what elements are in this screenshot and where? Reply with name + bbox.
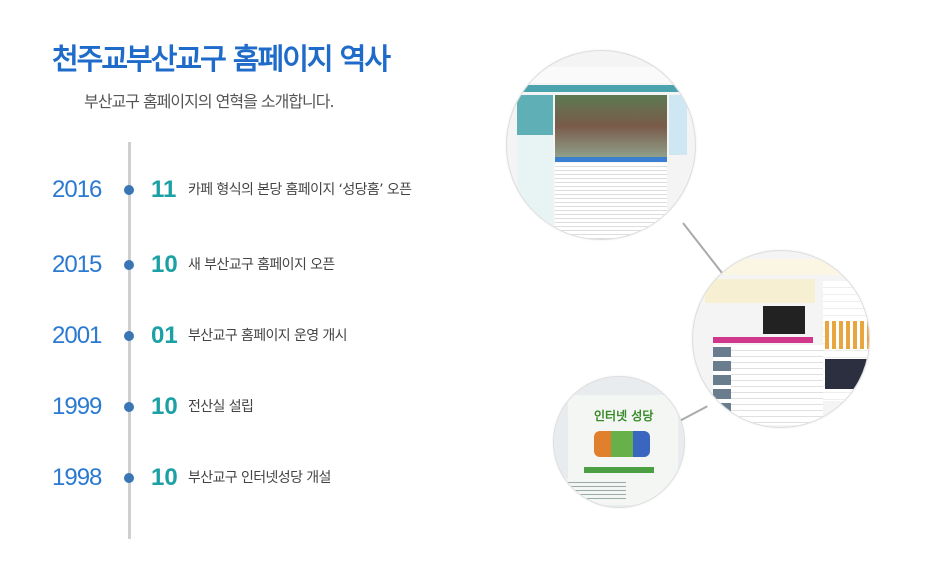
timeline-entry: 1998 10 부산교구 인터넷성당 개설: [0, 463, 480, 493]
timeline-description: 부산교구 홈페이지 운영 개시: [188, 328, 348, 344]
timeline-description: 카페 형식의 본당 홈페이지 ‘성당홈’ 오픈: [188, 182, 412, 198]
screenshot-circle-1998: 인터넷 성당: [553, 376, 685, 508]
timeline-entry: 2016 11 카페 형식의 본당 홈페이지 ‘성당홈’ 오픈: [0, 175, 480, 205]
timeline-description: 부산교구 인터넷성당 개설: [188, 470, 331, 486]
page-title: 천주교부산교구 홈페이지 역사: [52, 42, 391, 76]
timeline-description: 전산실 설립: [188, 399, 254, 415]
timeline-year: 1998: [52, 464, 102, 491]
timeline-entry: 1999 10 전산실 설립: [0, 392, 480, 422]
timeline-month: 10: [151, 251, 178, 278]
timeline-entry: 2001 01 부산교구 홈페이지 운영 개시: [0, 321, 480, 351]
timeline-dot: [124, 331, 134, 341]
timeline-month: 10: [151, 393, 178, 420]
timeline-dot: [124, 185, 134, 195]
timeline-year: 1999: [52, 393, 102, 420]
timeline-month: 01: [151, 322, 178, 349]
page-subtitle: 부산교구 홈페이지의 연혁을 소개합니다.: [84, 92, 335, 111]
internet-cathedral-title: 인터넷 성당: [594, 409, 654, 423]
timeline-year: 2016: [52, 176, 102, 203]
village-illustration: [594, 431, 650, 457]
screenshot-circle-2001: [692, 250, 870, 428]
group-photo-image: [555, 95, 667, 157]
timeline-description: 새 부산교구 홈페이지 오픈: [188, 257, 335, 273]
timeline-dot: [124, 402, 134, 412]
timeline-month: 10: [151, 464, 178, 491]
timeline-entry: 2015 10 새 부산교구 홈페이지 오픈: [0, 250, 480, 280]
timeline-dot: [124, 260, 134, 270]
timeline-year: 2001: [52, 322, 102, 349]
timeline-month: 11: [151, 176, 177, 203]
timeline-year: 2015: [52, 251, 102, 278]
screenshot-circle-2015: [506, 50, 696, 240]
timeline-dot: [124, 473, 134, 483]
